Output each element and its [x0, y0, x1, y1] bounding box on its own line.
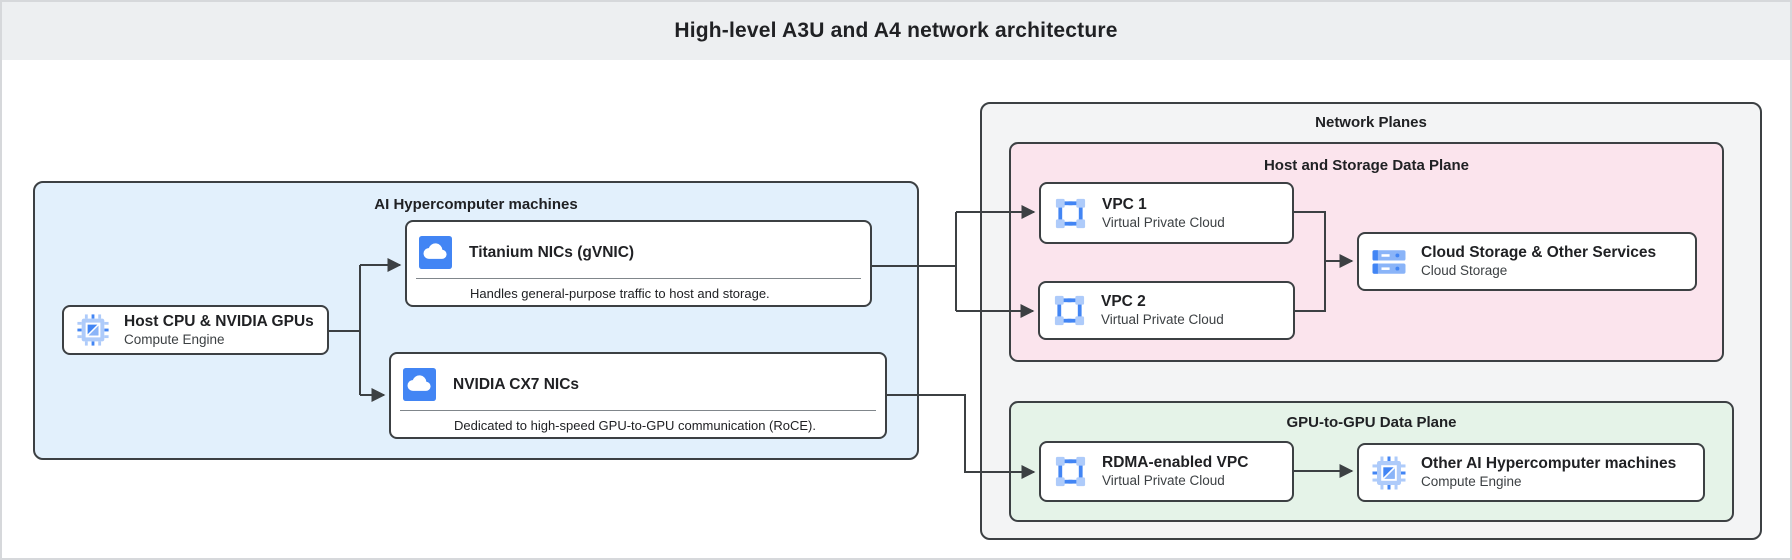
node-subtitle: Compute Engine	[124, 331, 225, 347]
node-cloud-storage: Cloud Storage & Other Services Cloud Sto…	[1357, 232, 1697, 291]
node-subtitle: Virtual Private Cloud	[1102, 214, 1225, 230]
node-subtitle: Virtual Private Cloud	[1101, 312, 1224, 327]
cloud-storage-icon	[1371, 247, 1407, 277]
divider	[400, 410, 876, 411]
node-subtitle: Virtual Private Cloud	[1102, 473, 1225, 488]
node-title: RDMA-enabled VPC	[1102, 454, 1249, 471]
node-title: NVIDIA CX7 NICs	[453, 376, 580, 393]
node-title: Cloud Storage & Other Services	[1421, 244, 1657, 261]
node-nvidia-cx7-nics: NVIDIA CX7 NICs Dedicated to high-speed …	[389, 352, 887, 439]
node-vpc2: VPC 2 Virtual Private Cloud	[1038, 281, 1295, 340]
node-subtitle: Compute Engine	[1421, 474, 1522, 489]
node-vpc1: VPC 1 Virtual Private Cloud	[1039, 182, 1294, 244]
node-title: Other AI Hypercomputer machines	[1421, 455, 1677, 472]
node-titanium-nics: Titanium NICs (gVNIC) Handles general-pu…	[405, 220, 872, 307]
node-host-cpu-gpus: Host CPU & NVIDIA GPUs Compute Engine	[62, 305, 329, 355]
wire-vpc-merge	[1294, 211, 1326, 312]
compute-engine-icon	[1371, 455, 1407, 491]
node-title: VPC 2	[1101, 293, 1146, 310]
node-subtitle: Cloud Storage	[1421, 263, 1508, 278]
node-title: VPC 1	[1102, 195, 1147, 213]
page-title: High-level A3U and A4 network architectu…	[674, 19, 1118, 42]
vpc-icon	[1052, 293, 1087, 328]
compute-engine-icon	[76, 313, 110, 347]
group-label: Host and Storage Data Plane	[1263, 157, 1470, 174]
node-other-ai-machines: Other AI Hypercomputer machines Compute …	[1357, 443, 1705, 502]
diagram-title-bar: High-level A3U and A4 network architectu…	[2, 2, 1790, 60]
group-label: Network Planes	[1315, 114, 1427, 131]
node-title: Host CPU & NVIDIA GPUs	[124, 312, 314, 330]
cloud-icon	[403, 368, 436, 401]
cloud-icon	[419, 236, 452, 269]
node-rdma-vpc: RDMA-enabled VPC Virtual Private Cloud	[1039, 441, 1294, 502]
divider	[416, 278, 861, 279]
node-description: Handles general-purpose traffic to host …	[470, 286, 770, 301]
vpc-icon	[1053, 454, 1088, 489]
wire-cx7-to-rdma	[887, 394, 1036, 479]
group-label: AI Hypercomputer machines	[374, 196, 578, 213]
node-title: Titanium NICs (gVNIC)	[469, 244, 635, 261]
node-description: Dedicated to high-speed GPU-to-GPU commu…	[454, 418, 816, 433]
vpc-icon	[1053, 196, 1088, 231]
group-label: GPU-to-GPU Data Plane	[1286, 414, 1457, 431]
